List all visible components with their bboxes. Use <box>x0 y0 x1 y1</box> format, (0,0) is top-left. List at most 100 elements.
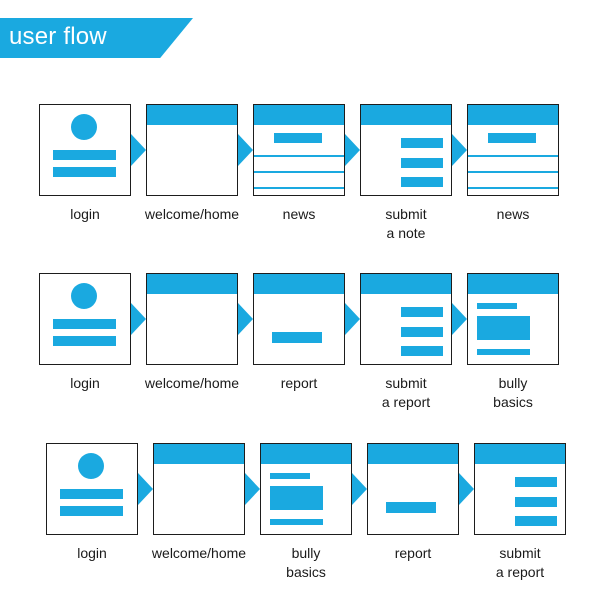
article-image-block <box>477 316 530 340</box>
screen-header-bar <box>468 105 558 125</box>
screen-header-bar <box>475 444 565 464</box>
step-label: welcome/home <box>127 205 257 224</box>
password-field-bar <box>60 506 123 516</box>
screen-frame-welcome <box>146 104 238 196</box>
avatar-circle <box>71 283 97 309</box>
screen-frame-bully <box>467 273 559 365</box>
screen-header-bar <box>468 274 558 294</box>
step-label: news <box>448 205 578 224</box>
flow-arrow-icon <box>138 473 153 505</box>
article-caption-bar <box>270 519 323 525</box>
screen-header-bar <box>154 444 244 464</box>
step-label-line: login <box>70 375 100 391</box>
flow-arrow-icon <box>452 134 467 166</box>
form-field-bar <box>401 138 443 148</box>
step-label-line: submit <box>385 375 427 391</box>
screen-header-bar <box>361 105 451 125</box>
step-label-line: news <box>282 206 316 222</box>
step-label-line: welcome/home <box>151 545 247 561</box>
screen-frame-login <box>46 443 138 535</box>
flow-arrow-icon <box>345 303 360 335</box>
screen-frame-welcome <box>146 273 238 365</box>
article-title-bar <box>477 303 517 309</box>
avatar-circle <box>78 453 104 479</box>
step-label: bully basics <box>448 374 578 412</box>
flow-arrow-icon <box>131 134 146 166</box>
flow-arrow-icon <box>245 473 260 505</box>
username-field-bar <box>53 150 116 160</box>
article-image-block <box>270 486 323 510</box>
article-caption-bar <box>477 349 530 355</box>
flow-arrow-icon <box>452 303 467 335</box>
article-title-bar <box>270 473 310 479</box>
flow-arrow-icon <box>131 303 146 335</box>
news-headline-bar <box>488 133 536 143</box>
screen-frame-submit <box>474 443 566 535</box>
screen-frame-login <box>39 104 131 196</box>
flow-arrow-icon <box>238 134 253 166</box>
step-label: report <box>348 544 478 563</box>
avatar-circle <box>71 114 97 140</box>
step-label: submit a note <box>341 205 471 243</box>
news-divider-line <box>468 155 558 157</box>
report-button-bar <box>386 502 436 513</box>
title-banner: user flow <box>0 18 193 58</box>
form-field-bar <box>401 327 443 337</box>
screen-frame-submit <box>360 273 452 365</box>
step-label-line: basics <box>493 394 533 410</box>
form-field-bar <box>401 158 443 168</box>
step-label-line: report <box>394 545 432 561</box>
news-headline-bar <box>274 133 322 143</box>
step-label: report <box>234 374 364 393</box>
step-label-line: basics <box>286 564 326 580</box>
step-label-line: news <box>496 206 530 222</box>
page-title: user flow <box>9 23 107 50</box>
step-label-line: a report <box>495 564 545 580</box>
screen-frame-news <box>467 104 559 196</box>
step-label-line: a note <box>386 225 426 241</box>
news-divider-line <box>468 171 558 173</box>
screen-frame-submit <box>360 104 452 196</box>
username-field-bar <box>60 489 123 499</box>
flow-arrow-icon <box>459 473 474 505</box>
screen-header-bar <box>254 105 344 125</box>
form-field-bar <box>515 477 557 487</box>
step-label-line: login <box>77 545 107 561</box>
screen-frame-report <box>253 273 345 365</box>
screen-frame-welcome <box>153 443 245 535</box>
news-divider-line <box>254 171 344 173</box>
form-field-bar <box>515 516 557 526</box>
screen-header-bar <box>368 444 458 464</box>
step-label-line: submit <box>499 545 541 561</box>
screen-header-bar <box>261 444 351 464</box>
screen-frame-login <box>39 273 131 365</box>
step-label-line: submit <box>385 206 427 222</box>
screen-header-bar <box>147 105 237 125</box>
screen-header-bar <box>254 274 344 294</box>
form-field-bar <box>401 307 443 317</box>
password-field-bar <box>53 336 116 346</box>
step-label: news <box>234 205 364 224</box>
password-field-bar <box>53 167 116 177</box>
flow-arrow-icon <box>345 134 360 166</box>
flow-arrow-icon <box>238 303 253 335</box>
step-label-line: bully <box>498 375 528 391</box>
step-label: welcome/home <box>127 374 257 393</box>
form-field-bar <box>515 497 557 507</box>
form-field-bar <box>401 346 443 356</box>
report-button-bar <box>272 332 322 343</box>
step-label-line: welcome/home <box>144 375 240 391</box>
form-field-bar <box>401 177 443 187</box>
step-label: submit a report <box>455 544 585 582</box>
step-label: login <box>20 374 150 393</box>
step-label-line: report <box>280 375 318 391</box>
screen-frame-report <box>367 443 459 535</box>
step-label: login <box>27 544 157 563</box>
step-label-line: welcome/home <box>144 206 240 222</box>
screen-frame-news <box>253 104 345 196</box>
screen-frame-bully <box>260 443 352 535</box>
step-label-line: login <box>70 206 100 222</box>
news-divider-line <box>254 155 344 157</box>
